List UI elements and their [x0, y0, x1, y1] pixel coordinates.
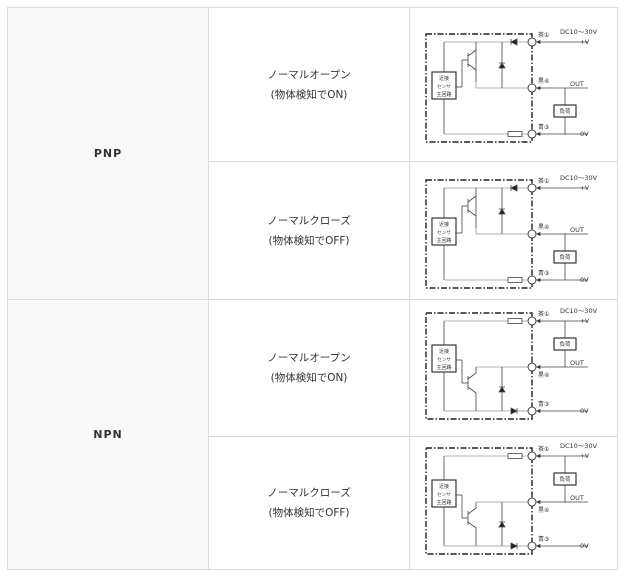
plus-v-label: +V	[580, 453, 590, 460]
supply-label: DC10～30V	[560, 28, 598, 36]
terminal-brown: 茶①	[538, 31, 549, 39]
supply-label: DC10～30V	[560, 307, 598, 315]
type-npn: NPN	[7, 299, 209, 570]
mode-note: (物体検知でOFF)	[268, 234, 350, 247]
terminal-blue: 青③	[538, 535, 549, 543]
mode-label: ノーマルオープン	[267, 352, 351, 364]
wiring-diagram: 負荷近接センサ主回路 DC10～30V +V OUT 0V 茶① 黒④ 青③	[409, 436, 618, 570]
out-label: OUT	[570, 494, 584, 502]
terminal-blue: 青③	[538, 400, 549, 408]
terminal-black: 黒④	[538, 224, 549, 231]
out-label: OUT	[570, 80, 584, 88]
type-pnp: PNP	[7, 7, 209, 300]
circuit-label: 近接	[439, 221, 449, 228]
terminal-brown: 茶①	[538, 445, 549, 453]
mode-cell: ノーマルオープン (物体検知でON)	[208, 7, 410, 162]
terminal-black: 黒④	[538, 78, 549, 85]
terminal-blue: 青③	[538, 269, 549, 277]
mode-cell: ノーマルクローズ (物体検知でOFF)	[208, 436, 410, 570]
circuit-label: センサ	[437, 84, 451, 90]
mode-cell: ノーマルオープン (物体検知でON)	[208, 299, 410, 437]
zero-v-label: 0V	[580, 407, 589, 415]
circuit-label: 主回路	[436, 499, 451, 506]
circuit-label: 近接	[439, 483, 449, 490]
circuit-label: 近接	[439, 348, 449, 355]
wiring-diagram: 負荷近接センサ主回路 DC10～30V +V OUT 0V 茶① 黒④ 青③	[409, 299, 618, 437]
out-label: OUT	[570, 226, 584, 234]
out-label: OUT	[570, 359, 584, 367]
plus-v-label: +V	[580, 185, 590, 192]
plus-v-label: +V	[580, 39, 590, 46]
mode-note: (物体検知でON)	[270, 88, 348, 101]
mode-label: ノーマルオープン	[267, 68, 351, 81]
circuit-label: 主回路	[436, 364, 451, 371]
circuit-label: 近接	[439, 75, 449, 82]
zero-v-label: 0V	[580, 542, 589, 550]
mode-note: (物体検知でON)	[270, 372, 348, 384]
terminal-black: 黒④	[538, 507, 549, 514]
terminal-brown: 茶①	[538, 310, 549, 318]
circuit-label: センサ	[437, 230, 451, 236]
mode-label: ノーマルクローズ	[267, 214, 351, 227]
mode-note: (物体検知でOFF)	[268, 507, 350, 519]
zero-v-label: 0V	[580, 276, 589, 284]
wiring-diagram: 負荷 近接センサ主回路 DC10～30V +V OUT 0V 茶① 黒④ 青③	[409, 7, 618, 162]
circuit-label: 主回路	[436, 91, 451, 98]
mode-label: ノーマルクローズ	[267, 487, 351, 499]
load-label: 負荷	[559, 253, 571, 261]
supply-label: DC10～30V	[560, 174, 598, 182]
supply-label: DC10～30V	[560, 442, 598, 450]
load-label: 負荷	[559, 475, 571, 483]
load-label: 負荷	[559, 107, 571, 115]
load-label: 負荷	[559, 340, 571, 348]
zero-v-label: 0V	[580, 130, 589, 138]
wiring-diagram: 負荷 近接センサ主回路 DC10～30V +V OUT 0V 茶① 黒④ 青③	[409, 161, 618, 300]
terminal-black: 黒④	[538, 372, 549, 379]
terminal-blue: 青③	[538, 123, 549, 131]
circuit-label: 主回路	[436, 237, 451, 244]
circuit-label: センサ	[437, 357, 451, 363]
terminal-brown: 茶①	[538, 177, 549, 185]
mode-cell: ノーマルクローズ (物体検知でOFF)	[208, 161, 410, 300]
plus-v-label: +V	[580, 318, 590, 325]
circuit-label: センサ	[437, 492, 451, 498]
